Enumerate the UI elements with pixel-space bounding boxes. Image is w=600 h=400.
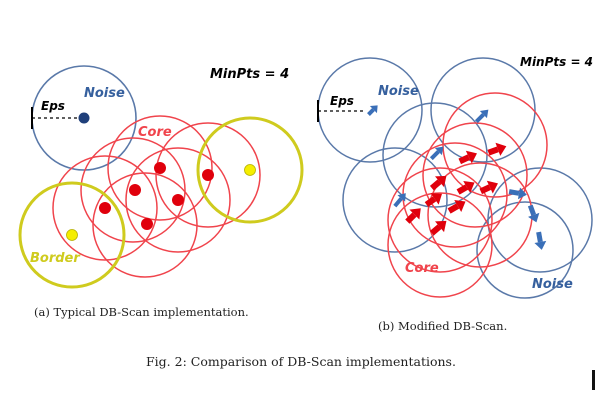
panel-b-minpts-label: MinPts = 4	[520, 55, 593, 69]
panel-a-border-circle-right	[196, 116, 304, 224]
core-circle	[422, 122, 528, 228]
red-arrow	[487, 142, 507, 156]
core-circle	[92, 172, 198, 278]
blue-arrow	[393, 193, 406, 208]
panel-b-noise-bottom-label: Noise	[532, 277, 573, 292]
core-point	[172, 194, 184, 206]
blue-arrow	[508, 187, 527, 200]
red-arrow	[458, 150, 477, 165]
panel-a-noise-label: Noise	[84, 86, 125, 101]
noise-circle	[487, 167, 593, 273]
red-arrow	[447, 199, 466, 214]
core-circle	[80, 137, 186, 243]
core-circle	[442, 92, 548, 198]
panel-a-core-points	[99, 162, 214, 230]
core-point	[99, 202, 111, 214]
noise-circle	[342, 147, 448, 253]
red-arrow	[456, 180, 475, 195]
blue-arrow	[474, 109, 489, 124]
core-point	[154, 162, 166, 174]
panel-b-red-circles	[387, 92, 548, 298]
panel-b: MinPts = 4 Eps Noise Core Noise (b) Modi…	[317, 55, 593, 333]
page-edge-mark	[592, 370, 595, 390]
panel-a-core-label: Core	[138, 125, 172, 140]
core-point	[129, 184, 141, 196]
panel-b-blue-arrows	[367, 105, 547, 250]
panel-a-minpts-label: MinPts = 4	[210, 67, 289, 82]
core-circle	[107, 115, 213, 221]
noise-circle	[476, 201, 574, 299]
panel-b-noise-top-label: Noise	[378, 84, 419, 99]
panel-b-eps-label: Eps	[330, 94, 354, 108]
panel-a-caption: (a) Typical DB-Scan implementation.	[34, 305, 249, 319]
red-arrow	[429, 220, 447, 236]
blue-arrow	[534, 231, 547, 250]
red-arrow	[429, 175, 447, 191]
core-circle	[52, 155, 158, 261]
core-circle	[155, 122, 261, 228]
panel-a-border-circle-left	[18, 181, 126, 289]
figure-caption: Fig. 2: Comparison of DB-Scan implementa…	[146, 354, 456, 369]
noise-circle	[317, 57, 423, 163]
core-circle	[125, 147, 231, 253]
border-point	[66, 229, 78, 241]
noise-circle	[430, 57, 536, 163]
core-point	[202, 169, 214, 181]
panel-a-eps-label: Eps	[41, 99, 65, 113]
blue-arrow	[527, 204, 540, 223]
noise-point	[78, 112, 90, 124]
panel-b-caption: (b) Modified DB-Scan.	[378, 319, 507, 333]
panel-b-red-arrows	[405, 142, 507, 236]
blue-arrow	[429, 146, 444, 161]
panel-b-blue-circles	[317, 57, 593, 299]
panel-a-core-circles	[52, 115, 261, 278]
noise-circle	[382, 102, 488, 208]
panel-a: MinPts = 4 Eps Noise Core Border (a) Typ…	[18, 65, 304, 319]
red-arrow	[479, 180, 498, 195]
panel-b-core-label: Core	[405, 261, 439, 276]
red-arrow	[424, 193, 443, 208]
core-point	[141, 218, 153, 230]
panel-a-border-label: Border	[30, 251, 81, 266]
core-circle	[387, 167, 493, 273]
red-arrow	[405, 208, 421, 224]
core-circle	[387, 192, 493, 298]
blue-arrow	[367, 105, 378, 116]
border-point	[244, 164, 256, 176]
